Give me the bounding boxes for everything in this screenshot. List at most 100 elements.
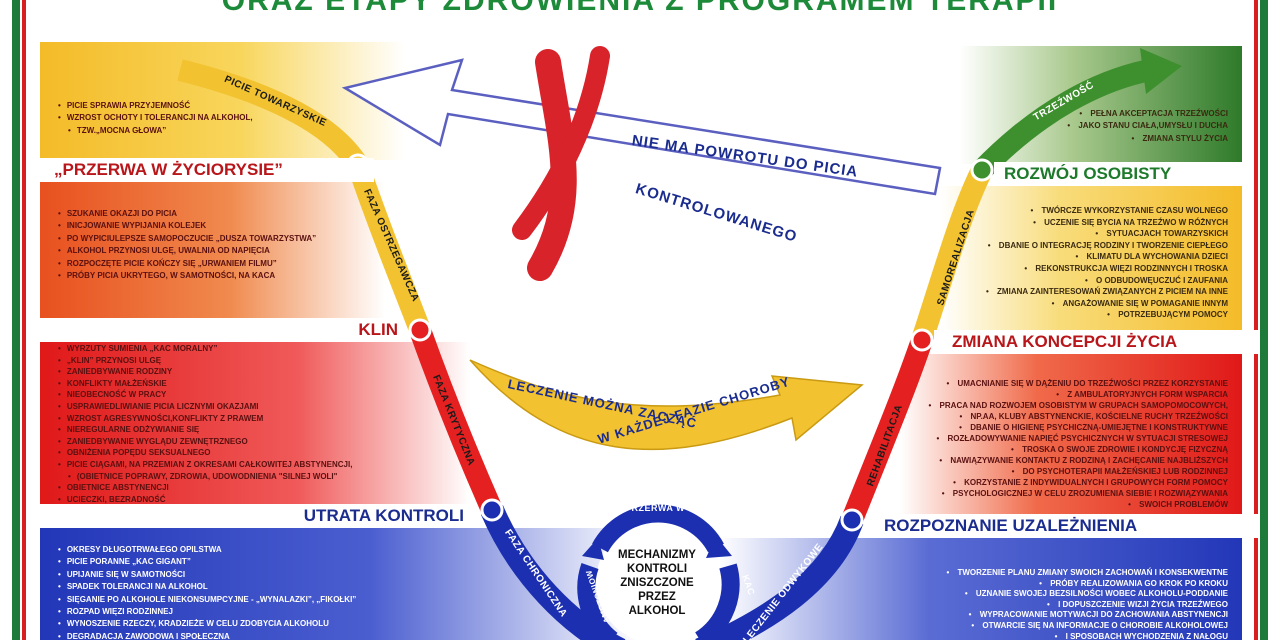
list-item: ROZPOCZĘTE PICIE KOŃCZY SIĘ „URWANIEM FI… bbox=[58, 258, 316, 270]
list-item: UZNANIE SWOJEJ BEZSILNOŚCI WOBEC ALKOHOL… bbox=[946, 589, 1228, 600]
cycle-arrowhead-2 bbox=[582, 538, 604, 560]
list-item: USPRAWIEDLIWIANIE PICIA LICZNYMI OKAZJAM… bbox=[58, 401, 352, 413]
list-left-critical: WYRZUTY SUMIENIA „KAC MORALNY” „KLIN” PR… bbox=[58, 343, 353, 506]
list-item: TZW.„MOCNA GŁOWA” bbox=[58, 125, 253, 137]
cycle-label-top: PRZERWA W PICIU bbox=[625, 503, 715, 513]
list-item: TROSKA O SWOJE ZDROWIE I KONDYCJĘ FIZYCZ… bbox=[929, 444, 1228, 455]
list-left-chronic: OKRESY DŁUGOTRWAŁEGO OPILSTWA PICIE PORA… bbox=[58, 544, 357, 640]
curve-warning bbox=[347, 161, 431, 334]
list-item: POTRZEBUJĄCYM POMOCY bbox=[986, 309, 1228, 321]
curve-rehab bbox=[841, 336, 933, 525]
list-left-top: PICIE SPRAWIA PRZYJEMNOŚĆ WZROST OCHOTY … bbox=[58, 100, 253, 137]
phase-utrata: UTRATA KONTROLI bbox=[303, 506, 464, 525]
cycle-arc-top bbox=[592, 504, 724, 553]
list-item: PRÓBY REALIZOWANIA GO KROK PO KROKU bbox=[946, 579, 1228, 590]
list-item: WZROST OCHOTY I TOLERANCJI NA ALKOHOL, bbox=[58, 112, 253, 124]
dot-rozpoznanie bbox=[840, 508, 864, 532]
list-item: UMACNIANIE SIĘ W DĄŻENIU DO TRZEŹWOŚCI P… bbox=[929, 378, 1228, 389]
list-right-growth: TWÓRCZE WYKORZYSTANIE CZASU WOLNEGO UCZE… bbox=[986, 205, 1228, 321]
cycle-center-line: ZNISZCZONE bbox=[620, 577, 694, 589]
list-item: PEŁNA AKCEPTACJA TRZEŹWOŚCI bbox=[1067, 108, 1228, 120]
list-item: OTWARCIE SIĘ NA INFORMACJE O CHOROBIE AL… bbox=[946, 621, 1228, 632]
list-item: ZMIANA STYLU ŻYCIA bbox=[1067, 133, 1228, 145]
list-item: TWÓRCZE WYKORZYSTANIE CZASU WOLNEGO bbox=[986, 205, 1228, 217]
list-item: SIĘGANIE PO ALKOHOLE NIEKONSUMPCYJNE - „… bbox=[58, 594, 357, 606]
list-item: DO PSYCHOTERAPII MAŁŻEŃSKIEJ LUB RODZINN… bbox=[929, 466, 1228, 477]
curve-critical bbox=[409, 326, 503, 515]
list-item: ZMIANA ZAINTERESOWAŃ ZWIĄZANYCH Z PICIEM… bbox=[986, 286, 1228, 298]
phase-rozpoznanie: ROZPOZNANIE UZALEŻNIENIA bbox=[866, 514, 1260, 538]
list-item: SZUKANIE OKAZJI DO PICIA bbox=[58, 208, 316, 220]
cycle-center-line: ALKOHOL bbox=[628, 605, 686, 617]
list-item: NIEREGULARNE ODŻYWIANIE SIĘ bbox=[58, 424, 352, 436]
list-right-recognition: TWORZENIE PLANU ZMIANY SWOICH ZACHOWAŃ I… bbox=[946, 568, 1228, 640]
list-item: DBANIE O HIGIENĘ PSYCHICZNĄ-UMIEJĘTNE I … bbox=[929, 422, 1228, 433]
list-item: PRACA NAD ROZWOJEM OSOBISTYM W GRUPACH S… bbox=[929, 400, 1228, 411]
phase-klin-box: KLIN bbox=[40, 318, 398, 342]
curve-detox bbox=[695, 515, 864, 640]
sobriety-arrowhead bbox=[1140, 48, 1182, 94]
list-item: ZANIEDBYWANIE RODZINY bbox=[58, 366, 352, 378]
cycle-center-line: MECHANIZMY bbox=[618, 549, 696, 561]
phase-klin: KLIN bbox=[358, 320, 398, 339]
list-item: UCIECZKI, BEZRADNOŚĆ bbox=[58, 494, 352, 506]
dot-zmiana bbox=[910, 328, 934, 352]
cycle-center-line: KONTROLI bbox=[626, 563, 688, 575]
list-item: OBNIŻENIA POPĘDU SEKSUALNEGO bbox=[58, 447, 352, 459]
no-return-arrow bbox=[341, 58, 942, 196]
list-item: DBANIE O INTEGRACJĘ RODZINY I TWORZENIE … bbox=[986, 240, 1228, 252]
list-item: WYNOSZENIE RZECZY, KRADZIEŻE W CELU ZDOB… bbox=[58, 618, 356, 630]
list-item: PRÓBY PICIA UKRYTEGO, W SAMOTNOŚCI, NA K… bbox=[58, 270, 316, 282]
list-item: ZANIEDBYWANIE WYGLĄDU ZEWNĘTRZNEGO bbox=[58, 436, 352, 448]
list-item: NP.AA, KLUBY ABSTYNENCKIE, KOŚCIELNE RUC… bbox=[929, 411, 1228, 422]
list-item: SPADEK TOLERANCJI NA ALKOHOL bbox=[58, 581, 356, 593]
curve-selfreal bbox=[911, 165, 992, 344]
list-item: OKRESY DŁUGOTRWAŁEGO OPILSTWA bbox=[58, 544, 356, 556]
cycle-center-line: PRZEZ bbox=[638, 591, 676, 603]
list-item: PO WYPICIULEPSZE SAMOPOCZUCIE „DUSZA TOW… bbox=[58, 233, 316, 245]
dot-rozwoj bbox=[970, 158, 994, 182]
cycle-arc-right bbox=[694, 563, 740, 640]
left-frame-green bbox=[12, 0, 20, 640]
left-frame-red bbox=[22, 0, 26, 640]
list-item: WYRZUTY SUMIENIA „KAC MORALNY” bbox=[58, 343, 352, 355]
list-item: I DOPUSZCZENIE WIZJI ŻYCIA TRZEŹWEGO bbox=[946, 600, 1228, 611]
list-item: ROZPAD WIĘZI RODZINNEJ bbox=[58, 606, 356, 618]
list-left-warning: SZUKANIE OKAZJI DO PICIA INICJOWANIE WYP… bbox=[58, 208, 316, 282]
list-item: PICIE CIĄGAMI, NA PRZEMIAN Z OKRESAMI CA… bbox=[58, 459, 353, 471]
list-item: PICIE PORANNE „KAC GIGANT” bbox=[58, 556, 356, 568]
phase-utrata-box: UTRATA KONTROLI bbox=[40, 504, 464, 528]
list-item: PSYCHOLOGICZNEJ W CELU ZROZUMIENIA SIEBI… bbox=[929, 488, 1228, 499]
right-frame-red bbox=[1254, 0, 1258, 640]
dot-klin bbox=[408, 318, 432, 342]
list-item: (OBIETNICE POPRAWY, ZDROWIA, UDOWODNIENI… bbox=[58, 471, 352, 483]
phase-zmiana: ZMIANA KONCEPCJI ŻYCIA bbox=[934, 330, 1260, 354]
list-right-top: PEŁNA AKCEPTACJA TRZEŹWOŚCI JAKO STANU C… bbox=[1067, 108, 1228, 145]
phase-przerwa: „PRZERWA W ŻYCIORYSIE” bbox=[40, 158, 374, 182]
list-item: UPIJANIE SIĘ W SAMOTNOŚCI bbox=[58, 569, 356, 581]
list-item: ANGAŻOWANIE SIĘ W POMAGANIE INNYM bbox=[986, 298, 1228, 310]
list-item: KONFLIKTY MAŁŻEŃSKIE bbox=[58, 378, 352, 390]
list-item: PICIE SPRAWIA PRZYJEMNOŚĆ bbox=[58, 100, 253, 112]
list-item: KLIMATU DLA WYCHOWANIA DZIECI bbox=[986, 251, 1228, 263]
page-title: ORAZ ETAPY ZDROWIENIA Z PROGRAMEM TERAPI… bbox=[221, 0, 1059, 17]
list-item: TWORZENIE PLANU ZMIANY SWOICH ZACHOWAŃ I… bbox=[946, 568, 1228, 579]
list-item: SYTUACJACH TOWARZYSKICH bbox=[986, 228, 1228, 240]
list-item: NIEOBECNOŚĆ W PRACY bbox=[58, 389, 352, 401]
cycle-arc-left bbox=[577, 563, 618, 640]
cycle-arrowhead-1 bbox=[706, 536, 732, 558]
list-item: Z AMBULATORYJNYCH FORM WSPARCIA bbox=[929, 389, 1228, 400]
list-item: DEGRADACJA ZAWODOWA I SPOŁECZNA bbox=[58, 631, 356, 640]
list-item: NAWIĄZYWANIE KONTAKTU Z RODZINĄ I ZACHĘC… bbox=[929, 455, 1228, 466]
list-item: REKONSTRUKCJA WIĘZI RODZINNYCH I TROSKA bbox=[986, 263, 1228, 275]
list-item: INICJOWANIE WYPIJANIA KOLEJEK bbox=[58, 220, 316, 232]
cycle-inner bbox=[596, 520, 720, 640]
list-item: SWOICH PROBLEMÓW bbox=[929, 499, 1228, 510]
curve-sobriety bbox=[974, 59, 1153, 178]
list-item: I SPOSOBACH WYCHODZENIA Z NAŁOGU bbox=[946, 632, 1228, 640]
dot-utrata bbox=[480, 498, 504, 522]
cycle-center-text: MECHANIZMY KONTROLI ZNISZCZONE PRZEZ ALK… bbox=[612, 548, 702, 618]
treatment-arrow bbox=[469, 359, 864, 451]
